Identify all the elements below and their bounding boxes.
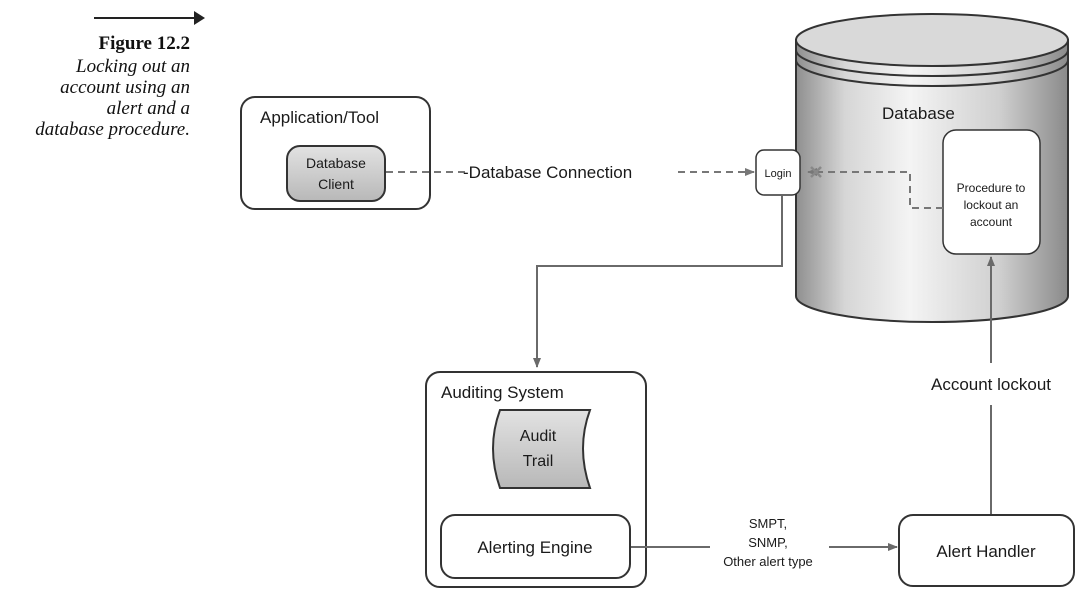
audit-trail-label: Trail bbox=[523, 453, 554, 470]
caption-line: account using an bbox=[60, 77, 190, 98]
figure-number: Figure 12.2 bbox=[98, 33, 190, 54]
alert-type-label: SMPT, bbox=[749, 516, 787, 531]
alert-type-label: Other alert type bbox=[723, 554, 813, 569]
login-to-auditing-arrow bbox=[533, 196, 783, 368]
procedure-label: lockout an bbox=[964, 198, 1019, 212]
login-frame bbox=[755, 149, 801, 196]
cylinder-top bbox=[795, 13, 1069, 67]
application-tool-box: Application/Tool Database Client bbox=[240, 96, 431, 210]
lockout-path bbox=[807, 166, 943, 209]
database-client-box bbox=[286, 145, 386, 202]
application-title: Application/Tool bbox=[260, 108, 379, 127]
database-client-label: Client bbox=[318, 176, 354, 192]
caption-arrow-icon bbox=[194, 11, 205, 25]
caption-line: alert and a bbox=[106, 98, 190, 119]
cylinder-ring bbox=[795, 49, 1069, 77]
account-lockout-flow: Account lockout bbox=[931, 256, 1051, 514]
cylinder-ring bbox=[795, 59, 1069, 87]
alert-type-label: SNMP, bbox=[748, 535, 788, 550]
database-client-label: Database bbox=[306, 155, 366, 171]
login-box: Login bbox=[755, 149, 801, 196]
connection-label: -Database Connection bbox=[463, 163, 632, 182]
database-connection: -Database Connection bbox=[386, 163, 755, 182]
procedure-frame bbox=[942, 129, 1041, 255]
alert-transport: SMPT, SNMP, Other alert type bbox=[631, 516, 898, 569]
caption-line: Locking out an bbox=[76, 56, 190, 77]
figure-description: Locking out an account using an alert an… bbox=[0, 56, 190, 140]
login-label: Login bbox=[765, 168, 792, 180]
caption-line: database procedure. bbox=[35, 119, 190, 140]
alert-handler-box: Alert Handler bbox=[898, 514, 1075, 587]
auditing-title: Auditing System bbox=[441, 383, 564, 402]
caption-rule bbox=[94, 17, 198, 19]
block-x-icon bbox=[810, 166, 822, 178]
procedure-label: account bbox=[970, 215, 1013, 229]
figure-caption: Figure 12.2 Locking out an account using… bbox=[0, 0, 205, 140]
audit-trail-label: Audit bbox=[520, 428, 557, 445]
database-title: Database bbox=[882, 104, 955, 123]
procedure-label: Procedure to bbox=[957, 181, 1026, 195]
lockout-line bbox=[807, 168, 943, 209]
auditing-system-box: Auditing System Audit Trail Alerting Eng… bbox=[425, 371, 647, 588]
alert-handler-label: Alert Handler bbox=[936, 542, 1036, 561]
alerting-engine-box bbox=[440, 514, 631, 579]
alert-handler-frame bbox=[898, 514, 1075, 587]
account-lockout-label: Account lockout bbox=[931, 375, 1051, 394]
procedure-box: Procedure to lockout an account bbox=[942, 129, 1041, 255]
audit-trail-shape bbox=[492, 409, 592, 489]
alerting-engine-label: Alerting Engine bbox=[477, 538, 592, 557]
